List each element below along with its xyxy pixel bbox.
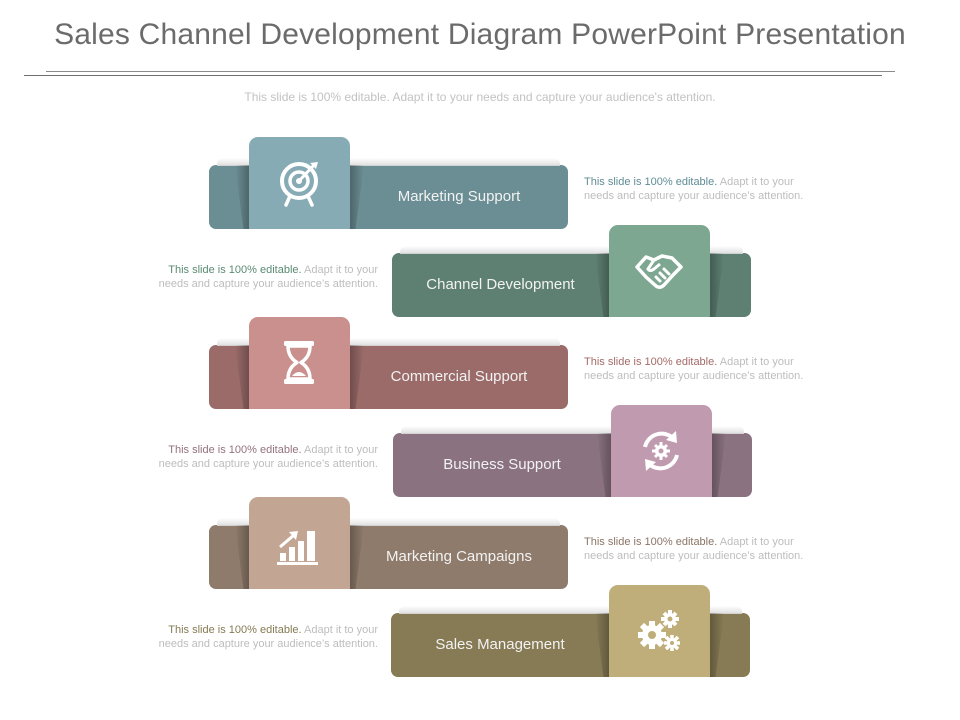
description-text-line2: needs and capture your audience’s attent… — [158, 638, 378, 650]
description-text: Adapt it to your — [301, 444, 378, 456]
hourglass-icon — [284, 341, 314, 384]
step-description: This slide is 100% editable. Adapt it to… — [584, 535, 834, 563]
target-icon — [280, 162, 318, 207]
fold-shadow — [710, 613, 724, 677]
description-highlight: This slide is 100% editable. — [168, 444, 302, 456]
fold-shadow — [710, 253, 724, 317]
step-icon-tab — [611, 405, 712, 497]
step-icon-tab — [609, 225, 710, 317]
gears-icon — [638, 610, 680, 651]
description-highlight: This slide is 100% editable. — [168, 264, 302, 276]
step-description: This slide is 100% editable. Adapt it to… — [128, 443, 378, 471]
step-icon-tab — [609, 585, 710, 677]
refresh-gear-icon — [643, 431, 679, 471]
step-label: Marketing Campaigns — [386, 548, 532, 565]
step-description: This slide is 100% editable. Adapt it to… — [584, 355, 834, 383]
description-highlight: This slide is 100% editable. — [584, 176, 718, 188]
slide-title: Sales Channel Development Diagram PowerP… — [54, 18, 906, 51]
description-text: Adapt it to your — [717, 536, 794, 548]
description-text-line2: needs and capture your audience’s attent… — [584, 190, 804, 202]
step-label: Marketing Support — [397, 188, 521, 205]
step-description: This slide is 100% editable. Adapt it to… — [128, 263, 378, 291]
slide-subtitle: This slide is 100% editable. Adapt it to… — [244, 90, 716, 104]
step-label: Channel Development — [426, 276, 575, 293]
step-icon-tab — [249, 317, 350, 409]
description-text-line2: needs and capture your audience’s attent… — [158, 278, 378, 290]
step-icon-tab — [249, 137, 350, 229]
description-text-line2: needs and capture your audience’s attent… — [158, 458, 378, 470]
fold-shadow — [712, 433, 726, 497]
description-highlight: This slide is 100% editable. — [584, 536, 718, 548]
description-highlight: This slide is 100% editable. — [168, 624, 302, 636]
step-label: Commercial Support — [390, 368, 528, 385]
title-divider-top — [46, 71, 895, 72]
step-description: This slide is 100% editable. Adapt it to… — [584, 175, 834, 203]
description-text: Adapt it to your — [717, 176, 794, 188]
description-text: Adapt it to your — [301, 264, 378, 276]
title-divider-bottom — [24, 75, 882, 76]
description-text: Adapt it to your — [301, 624, 378, 636]
description-text-line2: needs and capture your audience’s attent… — [584, 370, 804, 382]
step-label: Business Support — [443, 456, 561, 473]
handshake-icon — [635, 254, 683, 290]
fold-shadow — [235, 525, 249, 589]
description-highlight: This slide is 100% editable. — [584, 356, 718, 368]
fold-shadow — [235, 165, 249, 229]
description-text-line2: needs and capture your audience’s attent… — [584, 550, 804, 562]
step-label: Sales Management — [435, 636, 565, 653]
growth-chart-icon — [277, 531, 318, 565]
step-band: Sales Management — [391, 606, 750, 677]
step-description: This slide is 100% editable. Adapt it to… — [128, 623, 378, 651]
fold-shadow — [235, 345, 249, 409]
step-icon-tab — [249, 497, 350, 589]
description-text: Adapt it to your — [717, 356, 794, 368]
